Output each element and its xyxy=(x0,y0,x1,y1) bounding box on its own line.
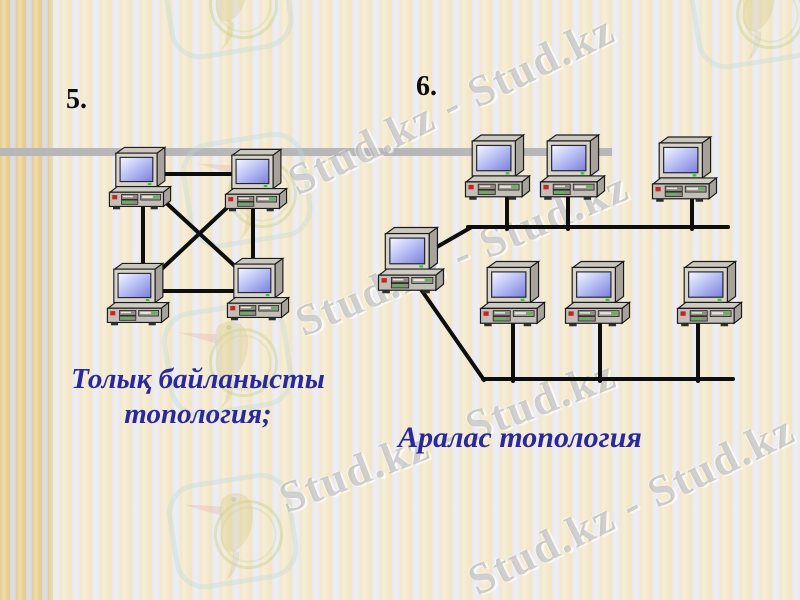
computer-icon xyxy=(651,136,718,203)
computer-icon xyxy=(479,260,546,327)
diagram-number-5: 5. xyxy=(66,84,87,115)
computer-icon xyxy=(676,260,743,327)
computer-icon xyxy=(377,226,445,294)
computer-icon xyxy=(464,134,531,201)
computer-icon xyxy=(226,257,290,321)
caption-full-mesh-topology: Толық байланысты топология; xyxy=(30,362,366,432)
network-cable xyxy=(418,286,486,382)
computer-icon xyxy=(108,146,172,210)
caption-full-mesh-line1: Толық байланысты xyxy=(71,363,325,395)
computer-icon xyxy=(539,134,606,201)
caption-full-mesh-line2: топология; xyxy=(124,398,272,430)
caption-mixed-topology: Аралас топология xyxy=(398,421,642,454)
computer-icon xyxy=(224,148,288,212)
left-border-stripes xyxy=(0,0,53,600)
computer-icon xyxy=(564,260,631,327)
computer-icon xyxy=(106,262,170,326)
diagram-number-6: 6. xyxy=(416,71,437,102)
horizontal-divider-line xyxy=(0,148,612,156)
